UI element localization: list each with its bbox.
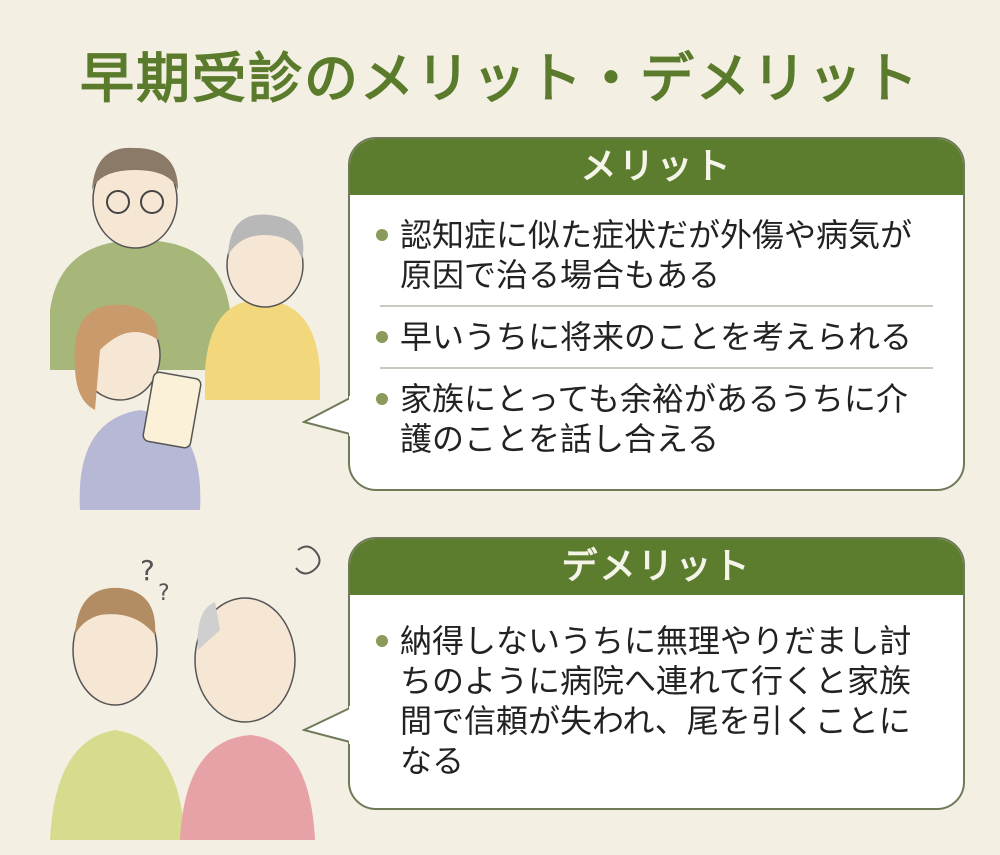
demerit-heading: デメリット — [350, 539, 963, 595]
merit-item-text: 認知症に似た症状だが外傷や病気が原因で治る場合もある — [400, 216, 913, 294]
speech-tail-demerit — [302, 706, 352, 744]
bullet-icon — [376, 229, 388, 241]
merit-item: 家族にとっても余裕があるうちに介護のことを話し合える — [350, 379, 963, 459]
demerit-item-text: 納得しないうちに無理やりだまし討ちのように病院へ連れて行くと家族間で信頼が失われ… — [400, 622, 912, 780]
demerit-list: 納得しないうちに無理やりだまし討ちのように病院へ連れて行くと家族間で信頼が失われ… — [350, 595, 963, 781]
demerit-item: 納得しないうちに無理やりだまし討ちのように病院へ連れて行くと家族間で信頼が失われ… — [350, 621, 963, 781]
speech-tail-merit — [302, 396, 352, 436]
bullet-icon — [376, 635, 388, 647]
bullet-icon — [376, 331, 388, 343]
merit-panel: メリット 認知症に似た症状だが外傷や病気が原因で治る場合もある 早いうちに将来の… — [348, 137, 965, 491]
merit-list: 認知症に似た症状だが外傷や病気が原因で治る場合もある 早いうちに将来のことを考え… — [350, 195, 963, 459]
svg-text:?: ? — [140, 554, 155, 587]
merit-item: 早いうちに将来のことを考えられる — [350, 317, 963, 357]
merit-heading: メリット — [350, 139, 963, 195]
family-discussion-illustration — [50, 147, 320, 510]
bullet-icon — [376, 393, 388, 405]
divider — [380, 305, 933, 307]
demerit-panel: デメリット 納得しないうちに無理やりだまし討ちのように病院へ連れて行くと家族間で… — [348, 537, 965, 810]
page-title: 早期受診のメリット・デメリット — [80, 47, 920, 110]
divider — [380, 367, 933, 369]
svg-text:?: ? — [158, 581, 170, 606]
merit-item: 認知症に似た症状だが外傷や病気が原因で治る場合もある — [350, 215, 963, 295]
worried-couple-illustration: ? ? — [50, 545, 321, 840]
merit-item-text: 家族にとっても余裕があるうちに介護のことを話し合える — [400, 380, 908, 458]
merit-item-text: 早いうちに将来のことを考えられる — [400, 318, 913, 356]
